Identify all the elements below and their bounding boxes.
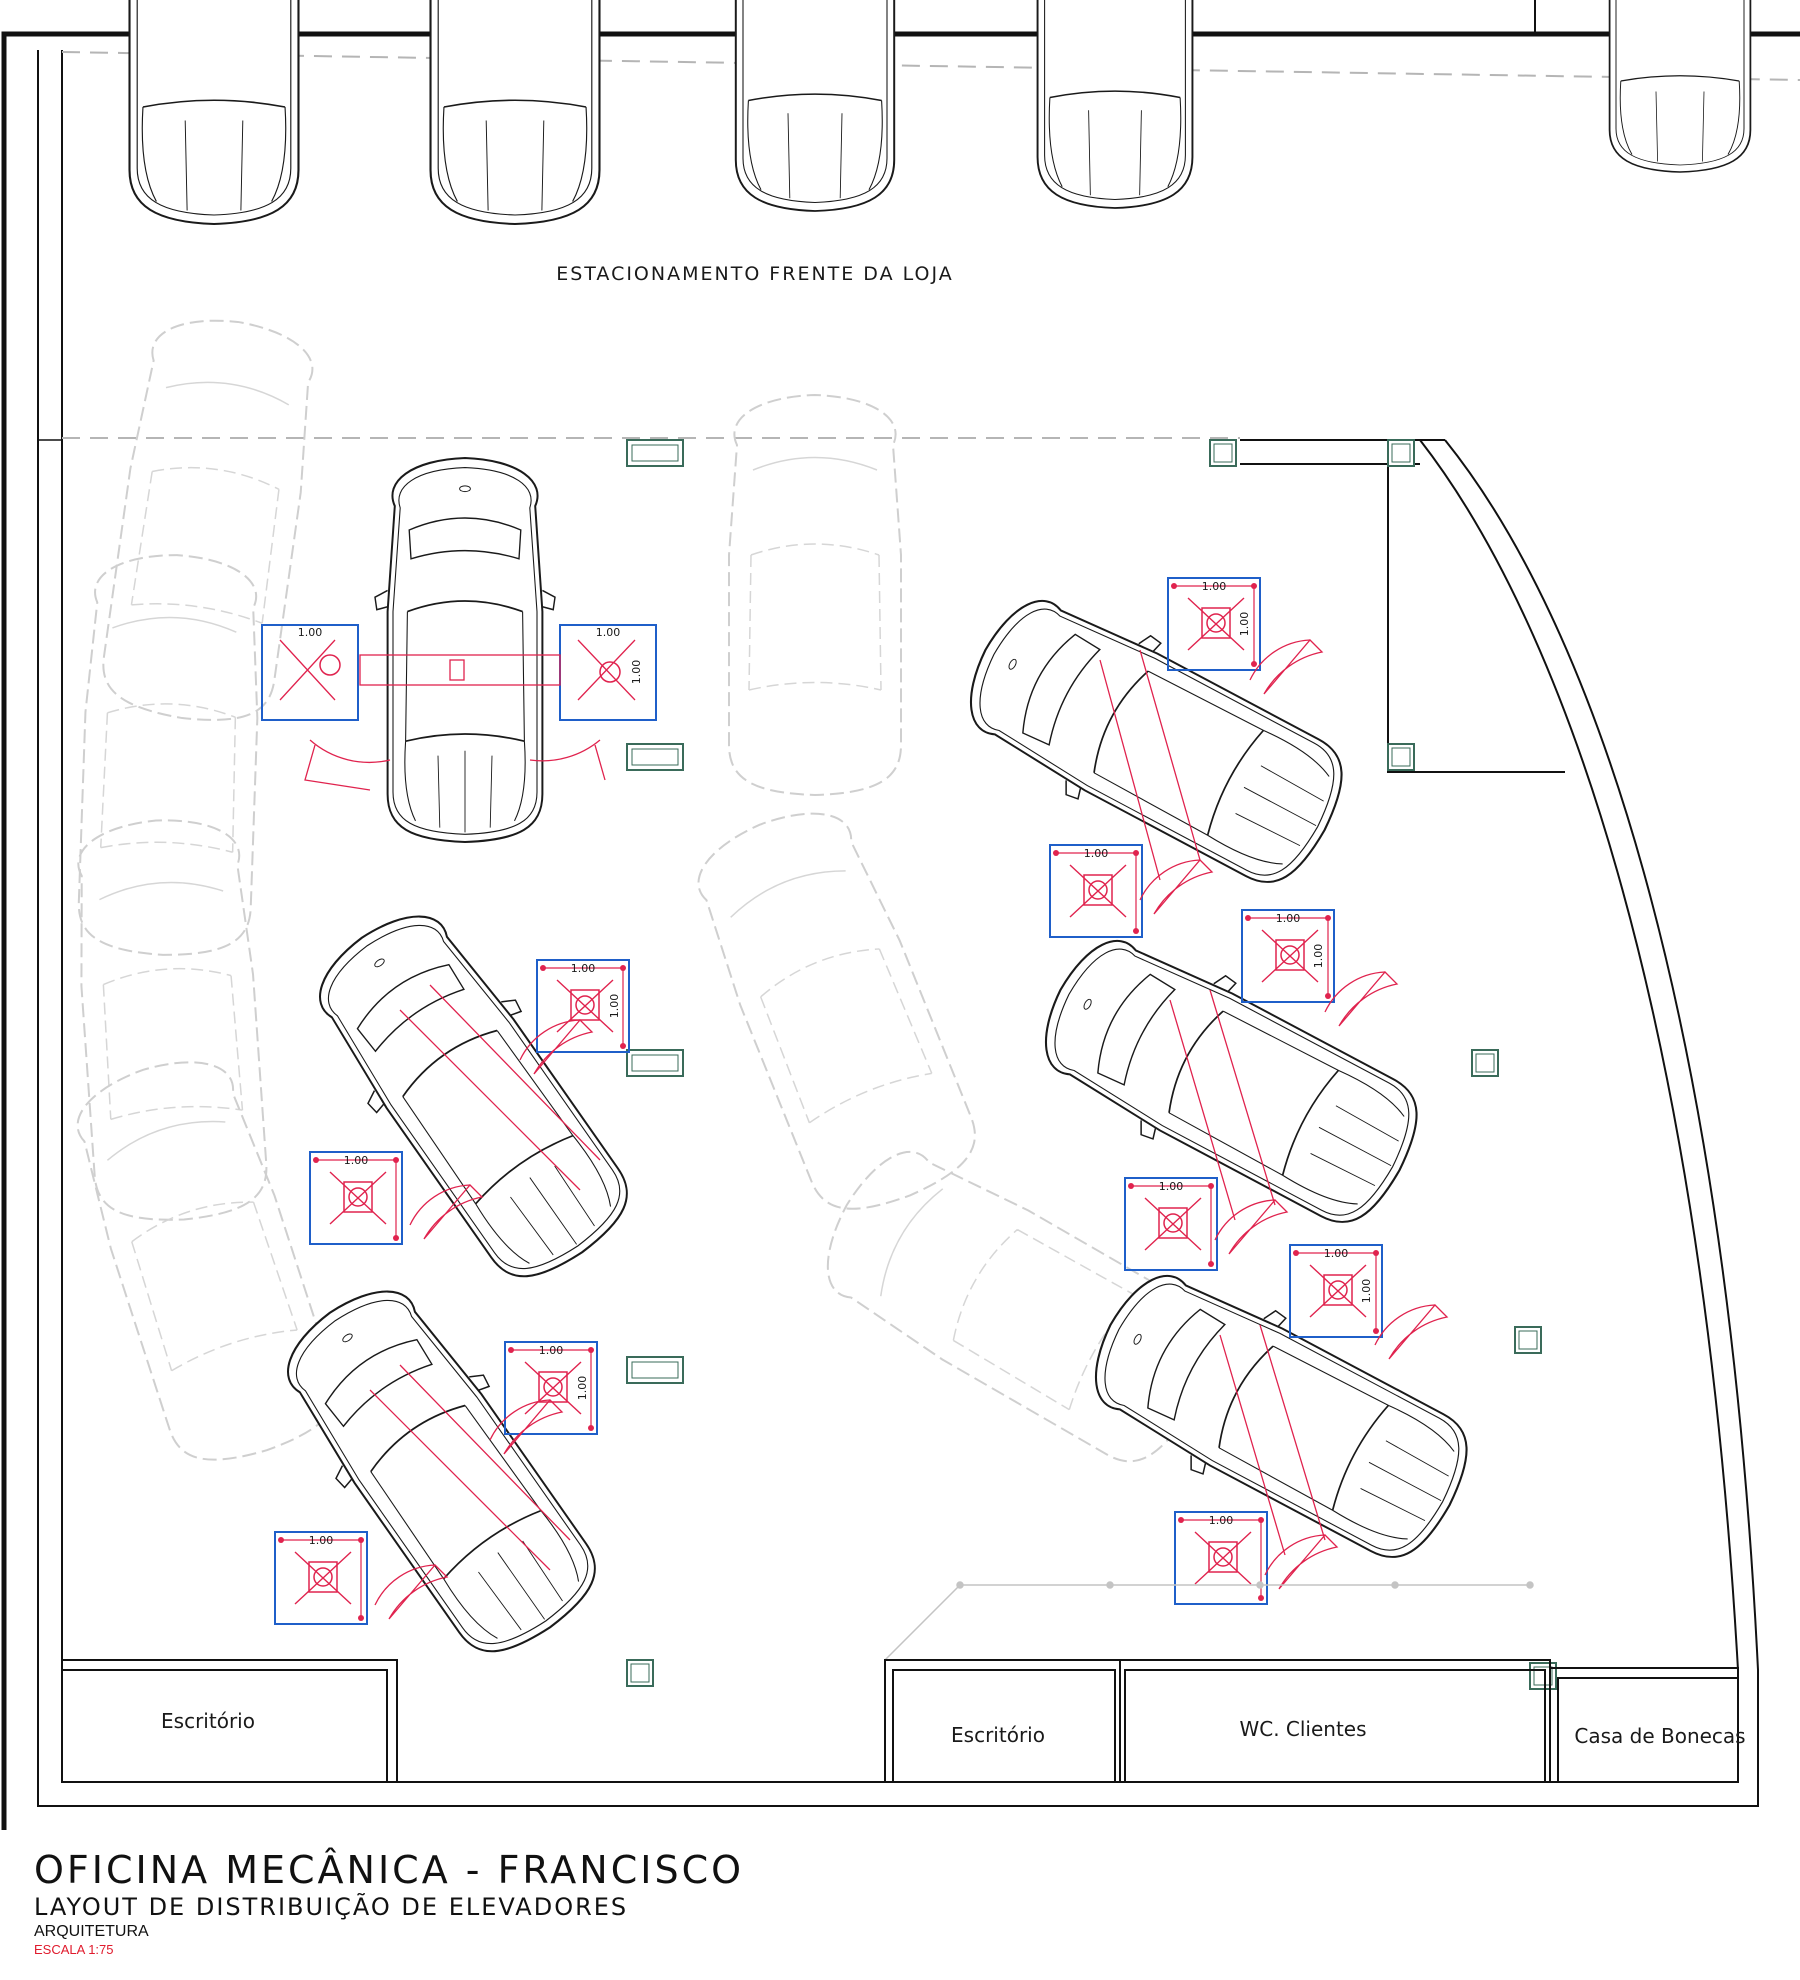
compressed-air-line <box>884 1581 1534 1661</box>
lift-1-depth-label: 1.00 <box>630 660 643 685</box>
parking-boundary <box>61 51 1800 439</box>
lift-4-width-label-b: 1.00 <box>1084 847 1109 860</box>
office-left-label: Escritório <box>161 1709 255 1733</box>
room-dollhouse <box>1549 1667 1739 1783</box>
lift-4-depth-label: 1.00 <box>1238 612 1251 637</box>
ghost-car-paths <box>60 308 1238 1481</box>
lift-4[interactable]: 1.00 1.00 1.00 <box>942 569 1368 938</box>
drawing-title: OFICINA MECÂNICA - FRANCISCO <box>34 1848 745 1892</box>
lift-3-width-label-b: 1.00 <box>309 1534 334 1547</box>
room-office-right <box>884 1659 1121 1783</box>
lift-5-width-label: 1.00 <box>1276 912 1301 925</box>
lift-6-depth-label: 1.00 <box>1360 1279 1373 1304</box>
lift-6-width-label: 1.00 <box>1324 1247 1349 1260</box>
lift-6-width-label-b: 1.00 <box>1209 1514 1234 1527</box>
title-block: OFICINA MECÂNICA - FRANCISCO LAYOUT DE D… <box>34 1848 744 1958</box>
drawing-scale: ESCALA 1:75 <box>34 1942 114 1957</box>
building-walls <box>37 50 1759 1807</box>
lift-5[interactable]: 1.00 1.00 1.00 <box>1017 909 1443 1271</box>
lift-2-depth-label: 1.00 <box>608 994 621 1019</box>
lift-2-width-label-b: 1.00 <box>344 1154 369 1167</box>
lift-3-width-label: 1.00 <box>539 1344 564 1357</box>
lift-5-width-label-b: 1.00 <box>1159 1180 1184 1193</box>
drawing-subtitle: LAYOUT DE DISTRIBUIÇÃO DE ELEVADORES <box>34 1893 629 1921</box>
lift-2[interactable]: 1.00 1.00 1.00 <box>287 885 657 1305</box>
wc-label: WC. Clientes <box>1239 1717 1366 1741</box>
lift-5-depth-label: 1.00 <box>1312 944 1325 969</box>
office-right-label: Escritório <box>951 1723 1045 1747</box>
lift-3-depth-label: 1.00 <box>576 1376 589 1401</box>
lift-1-width-label-right: 1.00 <box>596 626 621 639</box>
drawing-discipline: ARQUITETURA <box>34 1923 149 1940</box>
lift-1[interactable]: 1.00 1.00 1.00 <box>261 456 657 844</box>
lift-1-width-label: 1.00 <box>298 626 323 639</box>
lift-3[interactable]: 1.00 1.00 1.00 <box>255 1260 625 1680</box>
lift-2-width-label: 1.00 <box>571 962 596 975</box>
parking-area-label: ESTACIONAMENTO FRENTE DA LOJA <box>556 263 954 285</box>
dollhouse-label: Casa de Bonecas <box>1574 1724 1745 1748</box>
lift-6[interactable]: 1.00 1.00 1.00 <box>1067 1244 1493 1605</box>
lift-4-width-label: 1.00 <box>1202 580 1227 593</box>
room-office-left <box>61 1659 398 1783</box>
